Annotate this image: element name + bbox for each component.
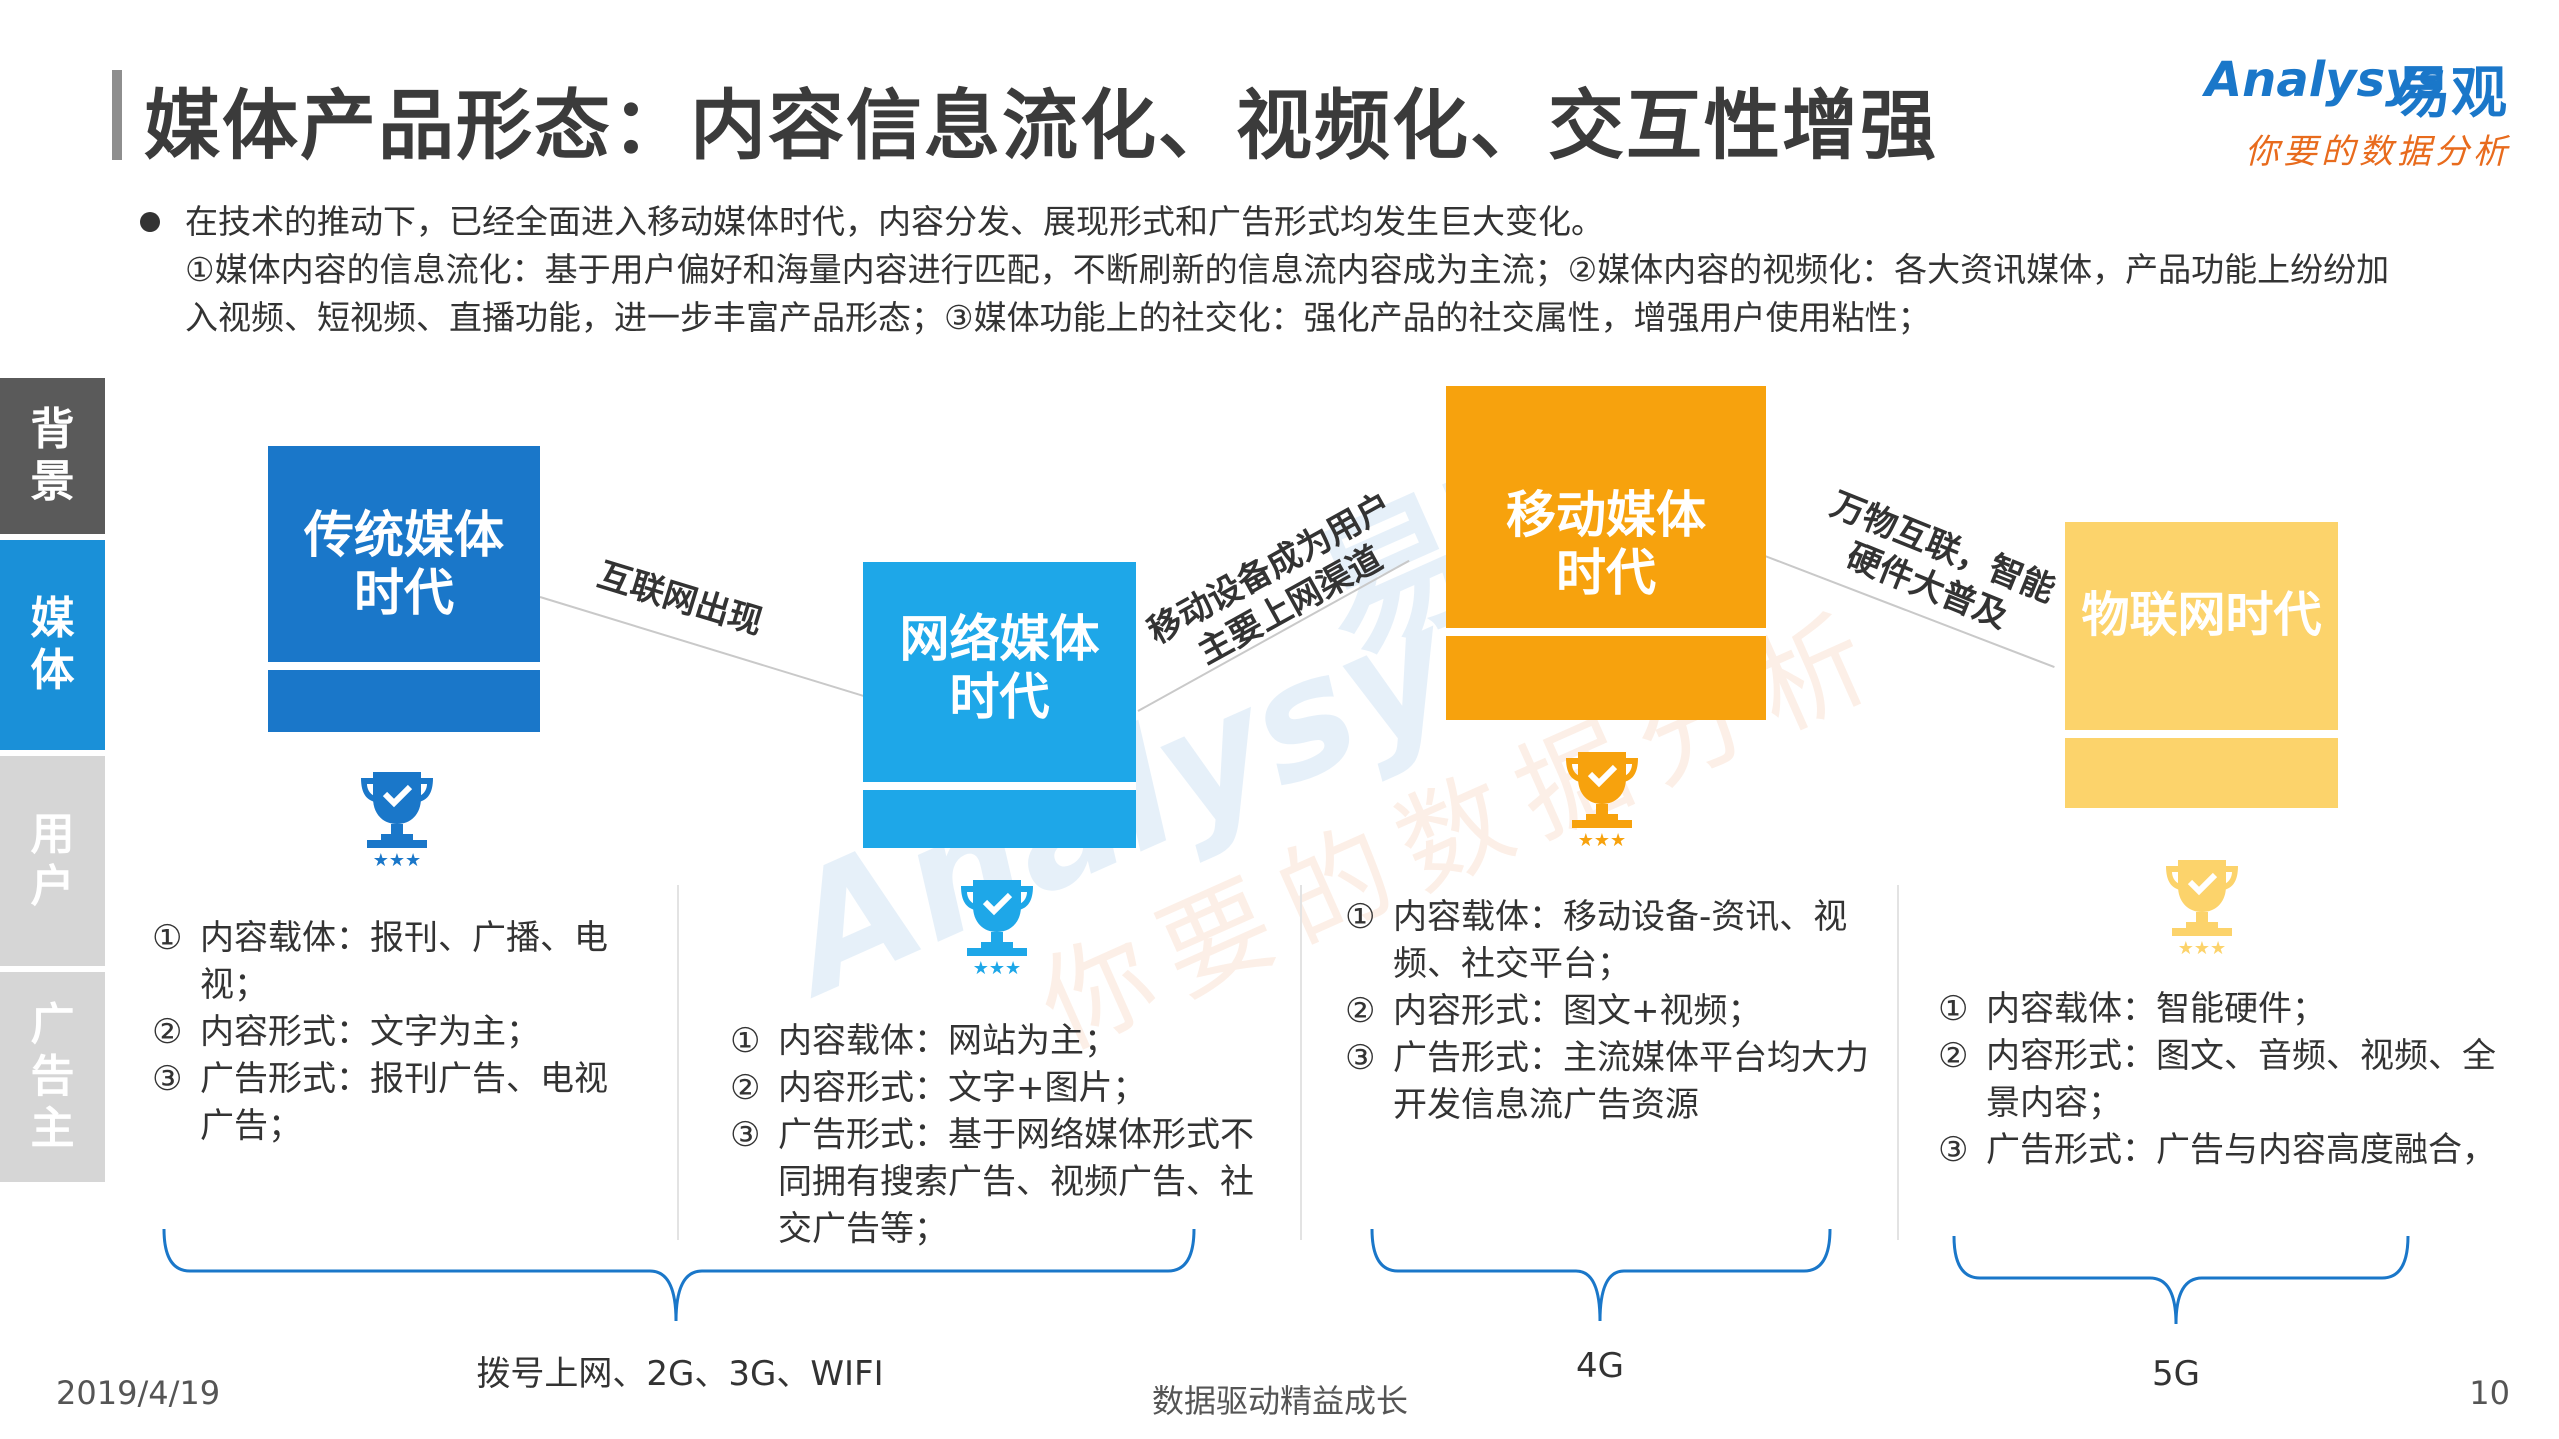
tech-label-5g: 5G [2152,1354,2200,1394]
connector-label-mobile: 移动设备成为用户主要上网渠道 [1141,485,1399,673]
footer-date: 2019/4/19 [56,1374,221,1412]
connector-label-iot: 万物互联，智能硬件大普及 [1825,484,2061,637]
era-stripe [2065,730,2338,738]
logo-english: Analysys [2205,52,2445,108]
footer-slogan: 数据驱动精益成长 [1151,1382,1408,1420]
era-box-mobile: 移动媒体时代 [1446,386,1766,720]
intro-text: 在技术的推动下，已经全面进入移动媒体时代，内容分发、展现形式和广告形式均发生巨大… [140,198,2415,342]
era-label: 物联网时代 [2081,587,2322,643]
svg-text:★★★: ★★★ [973,958,1021,976]
side-nav-label: 广告主 [30,999,75,1154]
brace-bracket [1370,1228,1832,1322]
connector-label-internet: 互联网出现 [592,555,768,643]
era-stripe [863,782,1136,790]
era-stripe [268,662,540,670]
intro-line-2: ①媒体内容的信息流化：基于用户偏好和海量内容进行匹配，不断刷新的信息流内容成为主… [185,250,2390,337]
svg-text:★★★: ★★★ [1578,830,1626,848]
era-label: 移动媒体时代 [1506,486,1706,602]
side-nav-label: 背景 [30,404,75,507]
era-box-network: 网络媒体时代 [863,562,1136,848]
trophy-icon: ★★★ [2166,860,2238,956]
era-box-traditional: 传统媒体时代 [268,446,540,732]
side-nav-label: 用户 [30,809,75,912]
brace-bracket [1952,1235,2410,1325]
side-nav-advertisers[interactable]: 广告主 [0,972,105,1182]
logo-chinese: 易观 [2395,61,2507,126]
tech-label-4g: 4G [1576,1346,1624,1386]
side-nav-label: 媒体 [30,593,75,696]
era-label: 网络媒体时代 [899,610,1100,726]
side-nav-users[interactable]: 用户 [0,756,105,966]
trophy-icon: ★★★ [961,880,1033,976]
brace-bracket [162,1228,1196,1322]
page-number: 10 [2469,1374,2510,1412]
era-stripe [1446,628,1766,636]
side-nav-media[interactable]: 媒体 [0,540,105,750]
trophy-icon: ★★★ [361,772,433,868]
side-nav-background[interactable]: 背景 [0,378,105,534]
bullet-dot-icon [140,212,160,232]
column-separator [1300,885,1302,1240]
svg-text:★★★: ★★★ [2178,938,2226,956]
svg-text:★★★: ★★★ [373,850,421,868]
trophy-icon: ★★★ [1566,752,1638,848]
era-box-iot: 物联网时代 [2065,522,2338,808]
intro-bullet: 在技术的推动下，已经全面进入移动媒体时代，内容分发、展现形式和广告形式均发生巨大… [135,198,2415,246]
column-separator [1897,885,1899,1240]
tech-label-early: 拨号上网、2G、3G、WIFI [476,1354,884,1394]
era-label: 传统媒体时代 [304,506,504,622]
page-title: 媒体产品形态：内容信息流化、视频化、交互性增强 [144,81,1938,170]
logo-tagline: 你要的数据分析 [2245,132,2511,172]
title-accent-bar [112,70,122,160]
column-separator [677,885,679,1240]
intro-line-1: 在技术的推动下，已经全面进入移动媒体时代，内容分发、展现形式和广告形式均发生巨大… [185,202,1604,241]
analysys-logo: Analysys 易观 你要的数据分析 [2195,52,2515,172]
